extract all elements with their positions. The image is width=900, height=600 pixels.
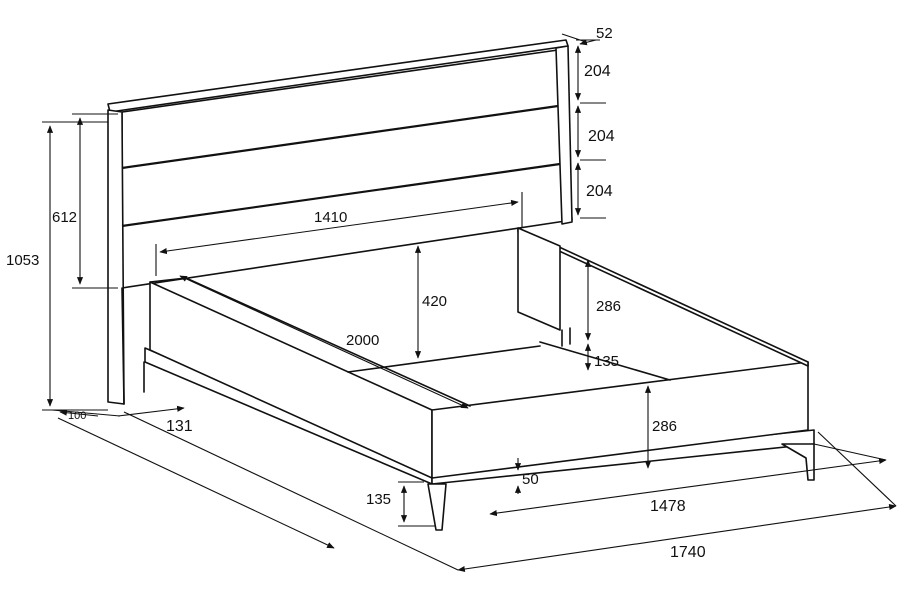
dim-line-100 [59,409,99,417]
label-204-top: 204 [584,63,611,80]
label-100: 100 [68,410,86,422]
label-204-bottom: 204 [586,183,613,200]
headboard-panel [121,49,573,289]
dim-arrow-52 [579,39,597,46]
label-135-rail: 135 [594,353,619,370]
inner-rail-line [539,341,671,381]
dim-line-depth-left [57,417,335,549]
side-panel-right-end [517,227,561,331]
label-52: 52 [596,25,613,42]
label-2000: 2000 [346,332,379,349]
label-1410: 1410 [314,209,347,226]
label-286-foot: 286 [652,418,677,435]
label-135-leg: 135 [366,491,391,508]
headboard-post-edge [121,287,125,405]
label-204-middle: 204 [588,128,615,145]
dimension-lines [42,33,897,573]
footboard-panel [431,361,809,479]
dim-line-2000 [179,275,469,409]
dim-line-1410 [159,199,519,255]
inner-base-line [347,345,541,373]
headboard-slat-line [121,104,559,170]
leg-front-right [781,443,815,481]
label-612: 612 [52,209,77,226]
label-1478: 1478 [650,498,686,515]
dim-line-131 [117,405,185,417]
dim-line-1740 [457,503,897,573]
headboard-left-post [107,109,125,405]
label-1053: 1053 [6,252,39,269]
dim-ext [817,431,897,507]
label-1740: 1740 [670,544,706,561]
dimension-labels: 52 204 204 204 612 1053 1410 420 2000 28… [6,25,706,561]
label-286-side: 286 [596,298,621,315]
leg-front-left [427,483,447,531]
label-50: 50 [522,471,539,488]
headboard-right-post [555,45,573,225]
label-420: 420 [422,293,447,310]
label-131: 131 [166,418,193,435]
bed-frame [143,227,815,531]
dim-line-depth-right [123,411,459,571]
dim-ext [813,443,887,461]
